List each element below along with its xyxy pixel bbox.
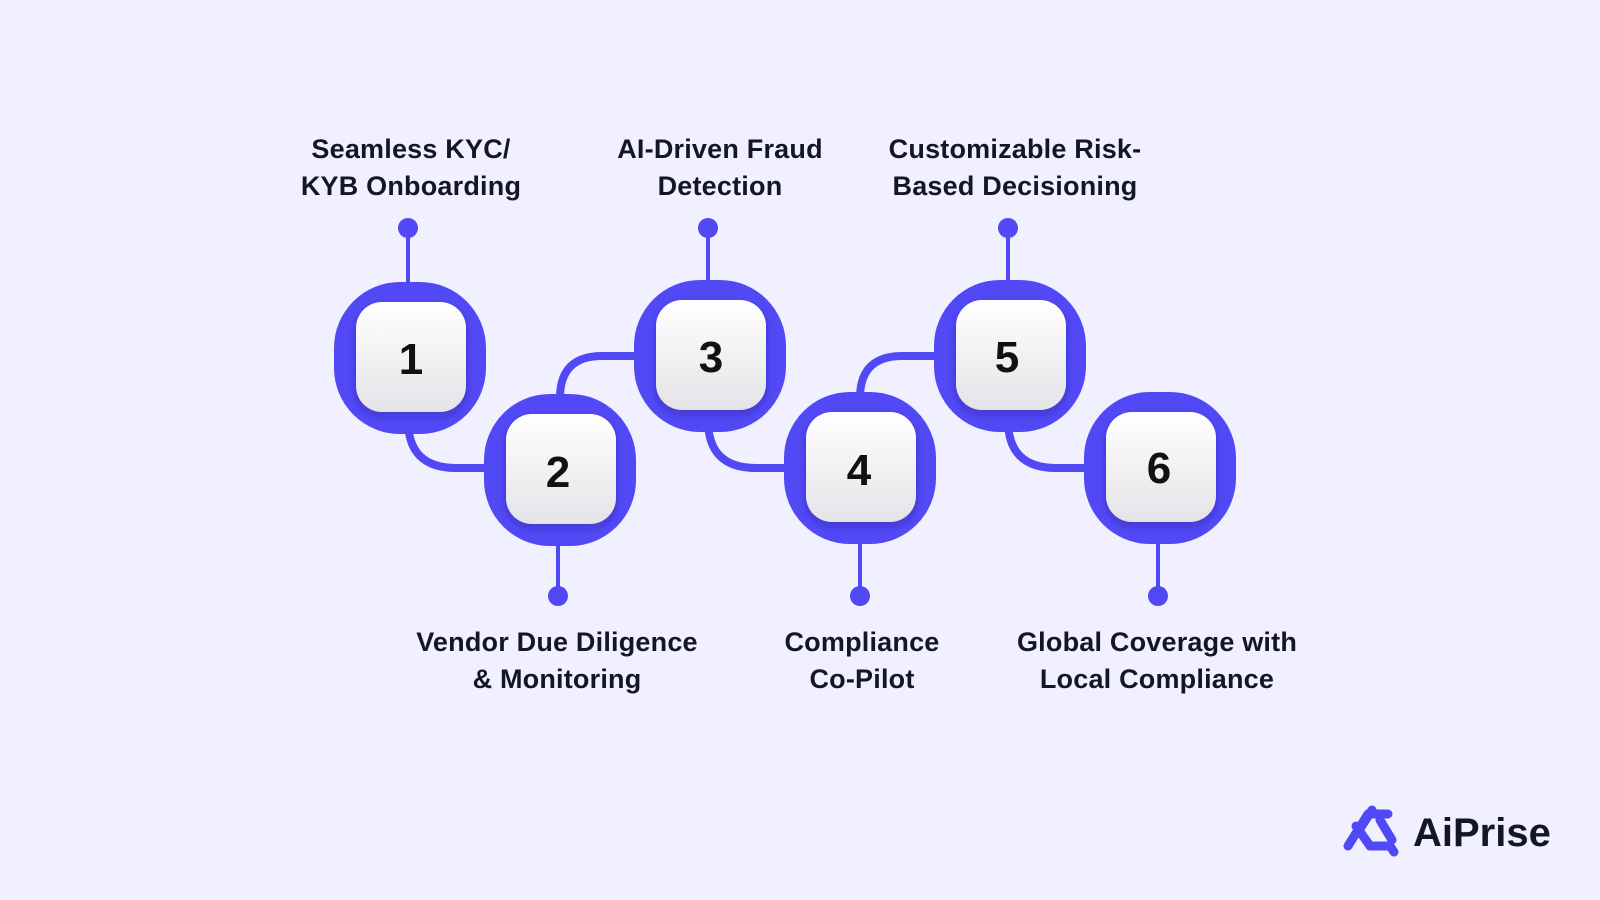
step-node-6: 6 [1084,392,1236,544]
step-label-5-line1: Customizable Risk- [888,134,1142,164]
stem-dot-5 [998,218,1018,238]
step-label-2-line1: Vendor Due Diligence [416,627,698,657]
step-label-3-line1: AI-Driven Fraud [617,134,823,164]
step-tile-3 [656,300,766,410]
step-tile-2 [506,414,616,524]
aiprise-triangle-logo-icon [1343,805,1399,857]
brand-name: AiPrise [1413,811,1551,855]
step-label-3-line2: Detection [657,171,783,201]
step-node-3: 3 [634,280,786,432]
connector-4-5 [856,352,936,399]
step-label-1: Seamless KYC/ KYB Onboarding [251,131,571,205]
step-label-4-line2: Co-Pilot [809,664,915,694]
step-label-1-line1: Seamless KYC/ [311,134,511,164]
connector-2-3 [556,352,636,399]
brand-logo: AiPrise [1343,805,1551,857]
step-label-6: Global Coverage with Local Compliance [997,624,1317,698]
step-tile-5 [956,300,1066,410]
step-label-2: Vendor Due Diligence & Monitoring [397,624,717,698]
step-number-1: 1 [399,335,423,384]
step-tile-6 [1106,412,1216,522]
step-label-6-line1: Global Coverage with [1016,627,1298,657]
step-label-4-line1: Compliance [784,627,940,657]
stem-dot-2 [548,586,568,606]
step-number-4: 4 [847,446,872,495]
step-number-3: 3 [699,333,723,382]
step-label-5-line2: Based Decisioning [892,171,1138,201]
step-label-1-line2: KYB Onboarding [300,171,522,201]
step-label-2-line2: & Monitoring [472,664,642,694]
stem-dot-3 [698,218,718,238]
step-label-6-line2: Local Compliance [1039,664,1275,694]
step-node-1: 1 [334,282,486,434]
step-number-6: 6 [1147,444,1171,493]
step-label-4: Compliance Co-Pilot [702,624,1022,698]
step-node-4: 4 [784,392,936,544]
step-tile-4 [806,412,916,522]
step-node-2: 2 [484,394,636,546]
step-number-5: 5 [995,333,1019,382]
label-stems [398,218,1168,606]
step-label-3: AI-Driven Fraud Detection [560,131,880,205]
stem-dot-4 [850,586,870,606]
stem-dot-6 [1148,586,1168,606]
stem-dot-1 [398,218,418,238]
step-node-5: 5 [934,280,1086,432]
step-tile-1 [356,302,466,412]
step-label-5: Customizable Risk- Based Decisioning [855,131,1175,205]
step-number-2: 2 [546,448,570,497]
